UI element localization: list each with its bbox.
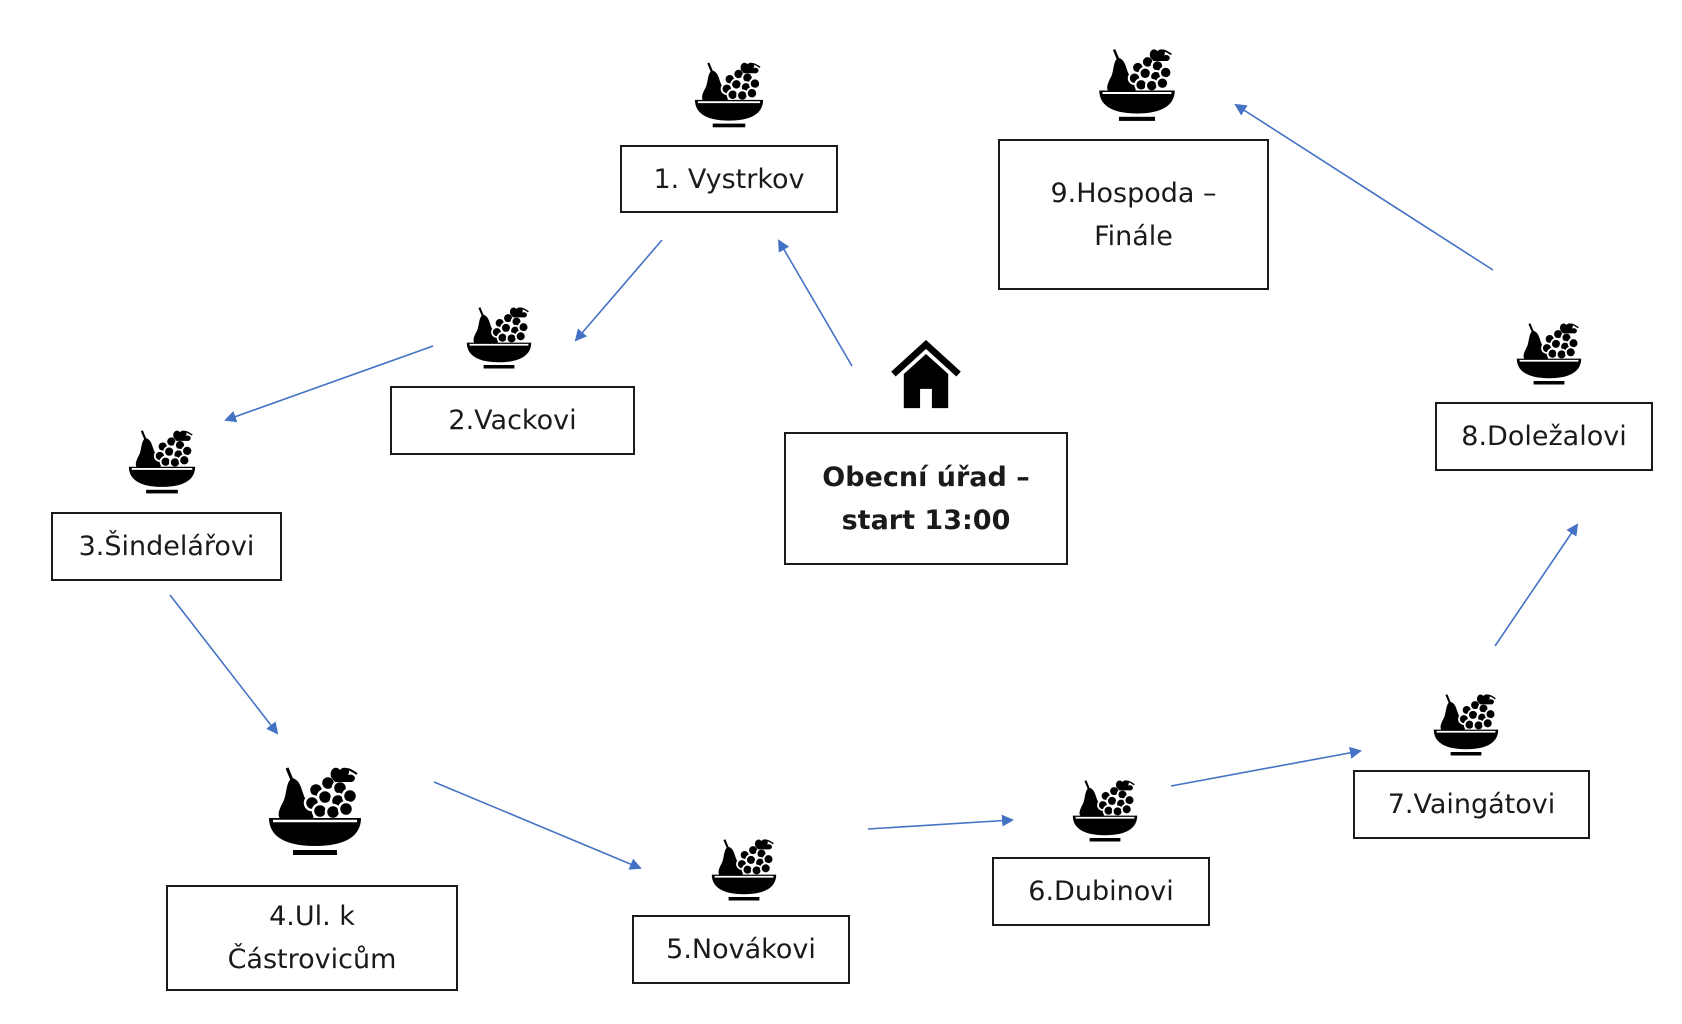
- route-arrow-start-to-1: [777, 239, 853, 367]
- stop-label-1: 1. Vystrkov: [653, 163, 805, 195]
- fruit-bowl-icon: [1090, 43, 1184, 125]
- fruit-bowl-icon: [707, 834, 781, 904]
- stop-label-2: 2.Vackovi: [448, 405, 577, 436]
- stop-box-5: 5.Novákovi: [632, 915, 850, 984]
- route-arrow-1-to-2: [574, 239, 663, 342]
- fruit-bowl-icon: [692, 57, 766, 131]
- route-arrow-6-to-7: [1170, 746, 1362, 787]
- stop-label-5: 5.Novákovi: [666, 934, 816, 965]
- fruit-bowl-icon: [1068, 775, 1142, 845]
- house-icon: [885, 340, 967, 414]
- stop-label-6: 6.Dubinovi: [1028, 876, 1174, 907]
- route-arrow-2-to-3: [224, 345, 434, 423]
- route-arrow-7-to-8: [1494, 523, 1579, 647]
- route-arrow-4-to-5: [433, 781, 642, 870]
- stop-box-2: 2.Vackovi: [390, 386, 635, 455]
- stop-label-start: Obecní úřad – start 13:00: [822, 461, 1030, 536]
- stop-label-3: 3.Šindelářovi: [78, 531, 255, 562]
- stop-box-8: 8.Doležalovi: [1435, 402, 1653, 471]
- stop-label-8: 8.Doležalovi: [1461, 421, 1627, 452]
- stop-box-9: 9.Hospoda – Finále: [998, 139, 1269, 290]
- fruit-bowl-icon: [125, 425, 199, 497]
- fruit-bowl-icon: [265, 757, 365, 863]
- stop-label-7: 7.Vaingátovi: [1387, 789, 1556, 820]
- route-arrow-3-to-4: [169, 594, 279, 735]
- stop-box-4: 4.Ul. k Částrovicům: [166, 885, 458, 991]
- stop-box-1: 1. Vystrkov: [620, 145, 838, 213]
- stop-box-7: 7.Vaingátovi: [1353, 770, 1590, 839]
- stop-box-start: Obecní úřad – start 13:00: [784, 432, 1068, 565]
- fruit-bowl-icon: [462, 302, 536, 372]
- stop-box-6: 6.Dubinovi: [992, 857, 1210, 926]
- route-arrow-8-to-9: [1234, 103, 1494, 271]
- stop-label-9: 9.Hospoda – Finále: [1050, 177, 1217, 252]
- route-arrow-5-to-6: [867, 814, 1014, 830]
- fruit-bowl-icon: [1512, 318, 1586, 388]
- stop-label-4: 4.Ul. k Částrovicům: [227, 901, 397, 975]
- stop-box-3: 3.Šindelářovi: [51, 512, 282, 581]
- fruit-bowl-icon: [1429, 689, 1503, 759]
